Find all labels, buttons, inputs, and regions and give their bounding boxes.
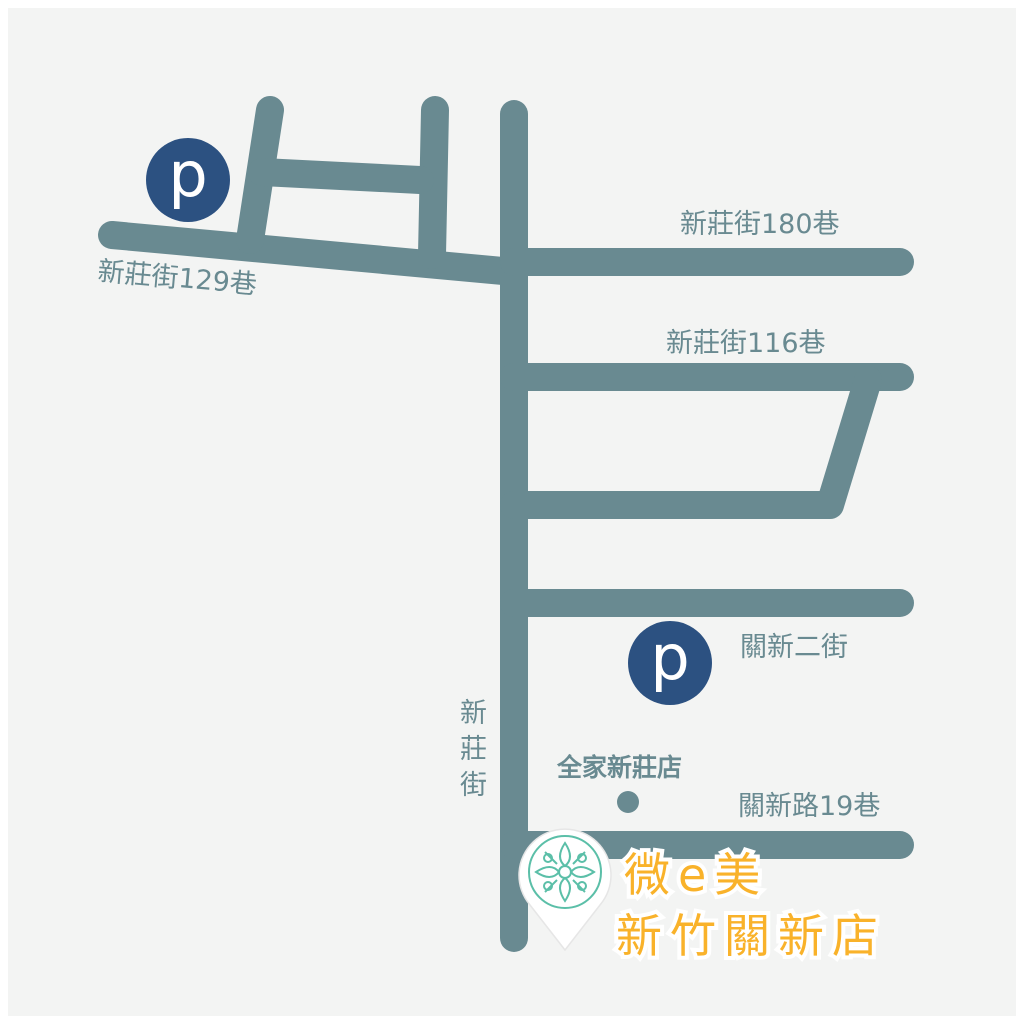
roads <box>98 96 914 952</box>
label-xinzhuang-street-2: 莊 <box>460 734 487 765</box>
parking-icon: p <box>168 138 207 211</box>
road-diagonal-loop <box>500 366 882 519</box>
label-familymart: 全家新莊店 <box>556 753 682 782</box>
store-pin-icon <box>518 828 612 952</box>
label-xinzhuang-street-3: 街 <box>460 770 487 801</box>
road-alley-connector <box>248 158 434 194</box>
familymart-dot-icon <box>617 791 639 813</box>
parking-marker: p <box>628 621 712 705</box>
label-guanxin-2nd: 關新二街 <box>740 632 848 663</box>
store-name-line1: 微e美 <box>624 848 768 902</box>
label-xinzhuang-street-1: 新 <box>460 698 487 729</box>
parking-icon: p <box>650 621 689 694</box>
road-lane-129 <box>98 221 528 286</box>
label-lane-129: 新莊街129巷 <box>96 256 258 301</box>
label-guanxin-lane19: 關新路19巷 <box>738 791 880 822</box>
parking-marker: p <box>146 138 230 222</box>
label-lane-116: 新莊街116巷 <box>666 328 826 359</box>
store-logo-icon <box>528 835 602 909</box>
store-name-line2: 新竹關新店 <box>616 909 886 963</box>
label-lane-180: 新莊街180巷 <box>680 209 840 240</box>
